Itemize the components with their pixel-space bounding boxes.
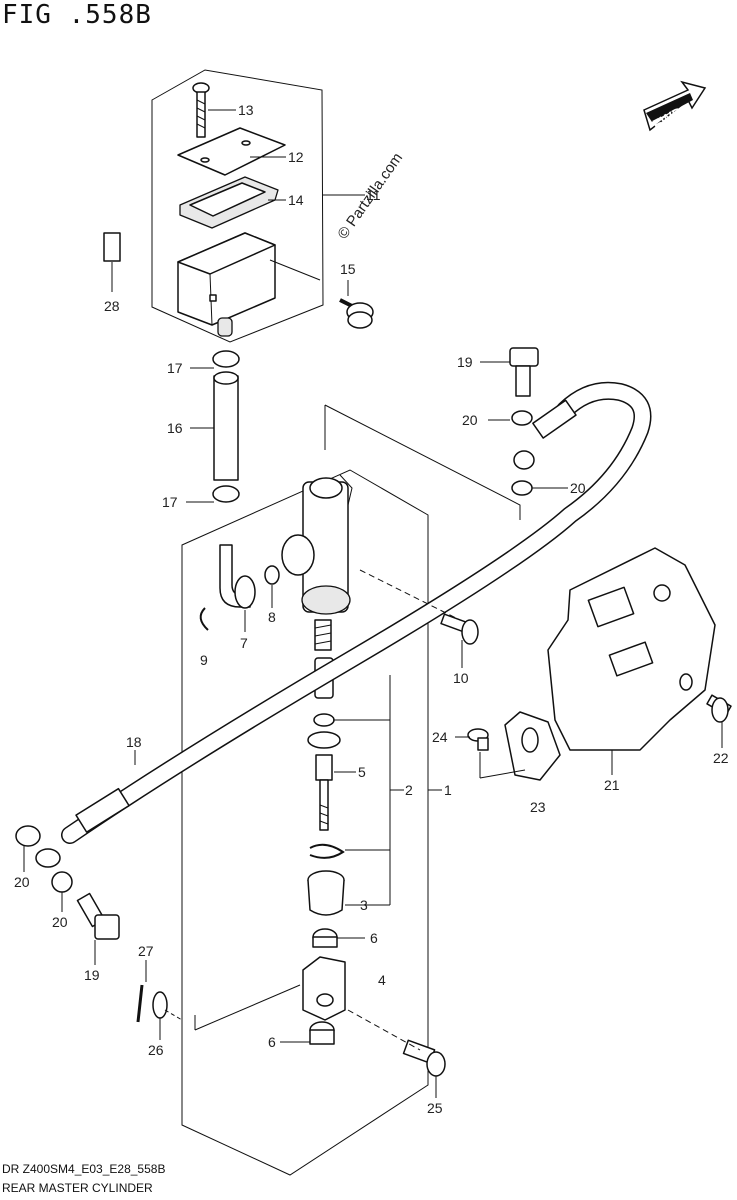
callout-10: 10 <box>453 670 469 686</box>
circlip <box>309 843 345 859</box>
callout-20-d: 20 <box>52 914 68 930</box>
callout-3: 3 <box>360 897 368 913</box>
figure-title: FIG .558B <box>2 0 152 30</box>
callout-6-bottom: 6 <box>268 1034 276 1050</box>
washer-26 <box>152 991 168 1019</box>
callout-11: 11 <box>366 187 381 203</box>
callout-19-lower: 19 <box>84 967 100 983</box>
clamp-17-top <box>212 350 240 368</box>
callout-8: 8 <box>268 609 276 625</box>
callout-6-top: 6 <box>370 930 378 946</box>
banjo-bolt-19-lower <box>76 892 120 940</box>
callout-18: 18 <box>126 734 142 750</box>
leader-lines <box>23 109 723 1098</box>
hose-fitting-upper <box>513 399 577 470</box>
cap-plate-12 <box>177 127 286 176</box>
callout-labels: 13 12 14 11 15 28 17 16 17 19 20 20 7 8 … <box>14 102 729 1116</box>
seal-washer <box>307 731 341 749</box>
hose-16 <box>213 375 239 481</box>
callout-22: 22 <box>713 750 729 766</box>
callout-27: 27 <box>138 943 154 959</box>
callout-16: 16 <box>167 420 183 436</box>
clevis-4 <box>302 956 346 1021</box>
callout-9: 9 <box>200 652 208 668</box>
circlip-9 <box>199 607 209 631</box>
callout-24: 24 <box>432 729 448 745</box>
callout-26: 26 <box>148 1042 164 1058</box>
clevis-pin-25 <box>402 1039 446 1077</box>
callout-19-upper: 19 <box>457 354 473 370</box>
callout-21: 21 <box>604 777 620 793</box>
group-outline-top <box>324 404 521 520</box>
bolt-22 <box>706 694 732 723</box>
callout-4: 4 <box>378 972 386 988</box>
guard-21 <box>547 547 716 751</box>
callout-17-bottom: 17 <box>162 494 178 510</box>
screw-24 <box>467 728 489 751</box>
callout-20-c: 20 <box>14 874 30 890</box>
callout-7: 7 <box>240 635 248 651</box>
master-cylinder-group-outline <box>181 469 429 1176</box>
washer-20-a <box>511 410 533 426</box>
callout-17-top: 17 <box>167 360 183 376</box>
callout-14: 14 <box>288 192 304 208</box>
washer-20-d <box>51 871 73 893</box>
hose-fitting-lower <box>35 787 130 868</box>
bolt-15 <box>339 298 374 329</box>
piston-5 <box>315 754 333 831</box>
callout-1: 1 <box>444 782 452 798</box>
washer-20-c <box>15 825 41 847</box>
brake-hose-18 <box>61 381 652 844</box>
callout-12: 12 <box>288 149 304 165</box>
screw-13 <box>192 82 210 138</box>
callout-25: 25 <box>427 1100 443 1116</box>
footer-name: REAR MASTER CYLINDER <box>2 1181 153 1195</box>
o-ring-8 <box>264 565 280 585</box>
clamp-17-bottom <box>212 485 240 503</box>
spring <box>314 619 332 651</box>
cotter-pin-27 <box>136 984 144 1023</box>
washer-20-b <box>511 480 533 496</box>
group-inner-line <box>194 984 301 1031</box>
callout-23: 23 <box>530 799 546 815</box>
banjo-bolt-19-upper <box>509 347 539 397</box>
reservoir-group-outline <box>151 69 324 343</box>
callout-13: 13 <box>238 102 254 118</box>
callout-28: 28 <box>104 298 120 314</box>
bolt-10 <box>440 613 479 645</box>
callout-2: 2 <box>405 782 413 798</box>
fwd-arrow: FWD <box>643 80 707 133</box>
secondary-cup <box>313 713 335 727</box>
reservoir-body-11 <box>177 232 276 337</box>
bracket-23 <box>504 711 561 781</box>
callout-20-b: 20 <box>570 480 586 496</box>
footer-code: DR Z400SM4_E03_E28_558B <box>2 1162 166 1176</box>
master-cylinder-body <box>281 474 353 615</box>
callout-15: 15 <box>340 261 356 277</box>
boot-3 <box>307 870 345 916</box>
callout-20-a: 20 <box>462 412 478 428</box>
callout-5: 5 <box>358 764 366 780</box>
label-tag-28 <box>103 232 121 262</box>
